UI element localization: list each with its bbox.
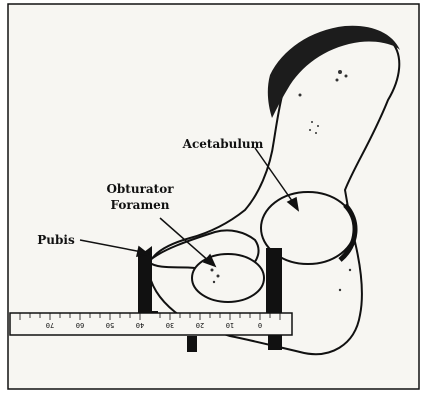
caliper-left-jaw: [138, 255, 152, 313]
obturator-label-line2: Foramen: [90, 198, 190, 212]
ruler-tick-label: 70: [46, 321, 54, 329]
ruler-tick-label: 40: [136, 321, 144, 329]
ruler-tick-label: 0: [258, 321, 262, 329]
ruler-tick-label: 60: [76, 321, 84, 329]
ruler-tick-label: 50: [106, 321, 114, 329]
acetabulum-label: Acetabulum: [168, 137, 278, 151]
obturator-label-line1: Obturator: [90, 182, 190, 196]
ruler-tick-label: 20: [196, 321, 204, 329]
obturator-foramen: [192, 254, 264, 302]
ruler-tick-label: 10: [226, 321, 234, 329]
ruler-tick-label: 30: [166, 321, 174, 329]
caliper-right-jaw: [266, 248, 282, 314]
pubis-label: Pubis: [26, 233, 86, 247]
